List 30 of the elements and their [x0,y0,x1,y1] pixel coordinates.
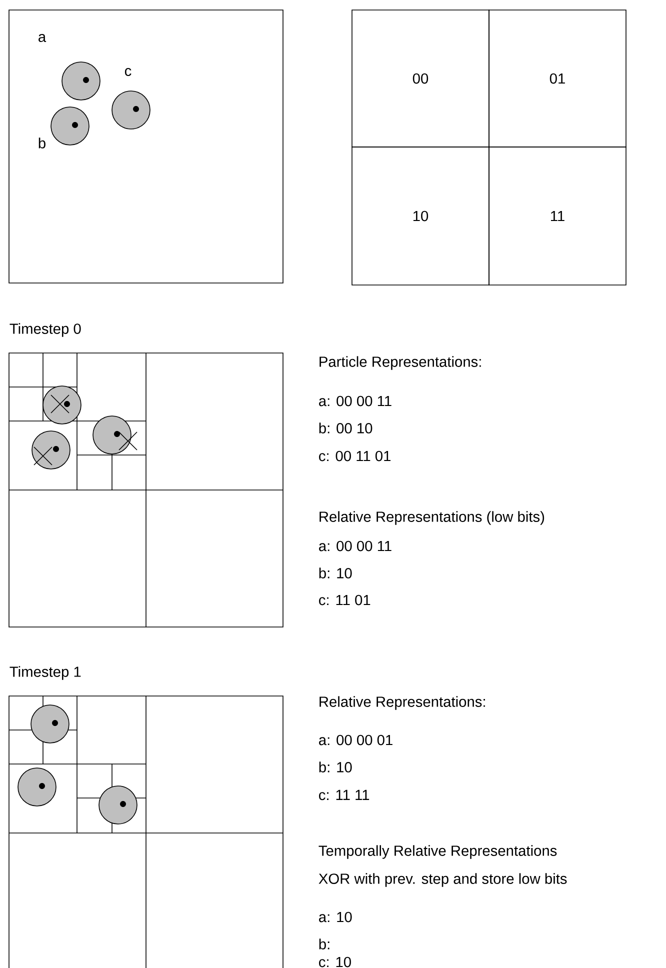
particle-circle [112,90,150,130]
code-line: c: 00 11 01 [319,450,390,462]
heading: Relative Representations (low bits) [320,511,544,525]
code-line: a: 00 00 01 [319,734,392,746]
code-line: a: 10 [319,912,352,922]
code-line: b: 00 10 [319,422,372,434]
timestep-label: Timestep 1 [10,666,81,680]
timestep-label: Timestep 0 [10,323,81,337]
quadrant-cell: 00 [352,10,490,148]
code-line: a: 00 00 11 [319,396,392,406]
particle-label: b [38,138,46,148]
particle-label: c [124,68,132,76]
quadrant-cell: 01 [488,10,626,148]
code-line: b: [319,938,330,950]
space-square [8,10,284,284]
code-line: b: 10 [319,568,352,578]
heading: Particle Representations: [320,356,481,370]
heading: Relative Representations: [320,696,485,710]
code-line: a: 00 00 11 [319,540,392,552]
heading: Temporally Relative Representations [318,845,557,859]
particle-circle [62,62,100,100]
quadrant-cell: 10 [352,146,490,286]
particle-label: a [38,34,46,42]
code-line: c: 11 11 [319,790,370,800]
code-line: c: 10 [319,956,351,968]
quadrant-cell: 11 [488,146,626,286]
heading: XOR with prev. step and store low bits [318,873,567,887]
code-line: c: 11 01 [319,594,370,606]
code-line: b: 10 [319,762,352,772]
particle-circle [50,106,90,146]
